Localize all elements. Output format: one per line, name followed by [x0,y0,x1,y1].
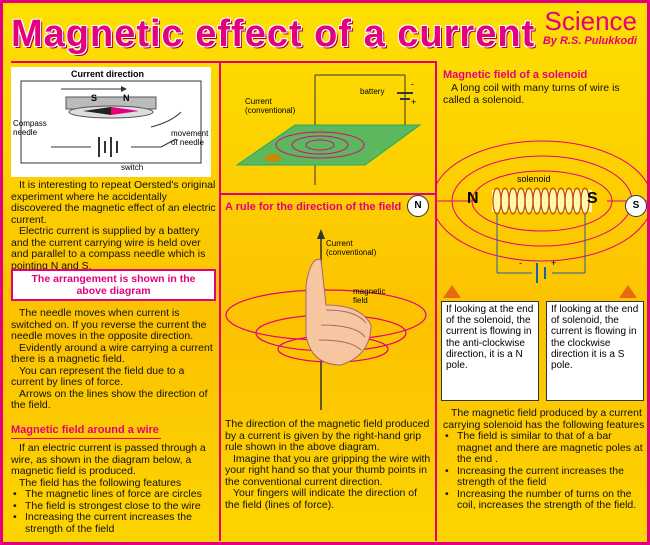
grip-diagram: Current (conventional) magnetic field [221,215,435,415]
solenoid-bullets: The field is similar to that of a bar ma… [443,430,645,512]
pole-box-right: If looking at the end of solenoid, the c… [546,301,644,401]
solenoid-heading: Magnetic field of a solenoid [443,69,588,81]
wire-bullet: The magnetic lines of force are circles [11,488,216,501]
needle-p3: You can represent the field due to a cur… [11,364,185,388]
magnetic-field-label: magnetic field [353,287,385,305]
battery-minus: - [411,79,414,89]
solenoid-diagram: solenoid N S - + [431,118,647,288]
needle-p1: The needle moves when current is switche… [11,307,207,342]
wire-heading-underline [11,438,161,439]
intro-p2: Electric current is supplied by a batter… [11,225,206,272]
current-direction-label: Current direction [71,69,145,79]
switch-label: switch [121,163,144,172]
intro-text: It is interesting to repeat Oersted's or… [11,179,216,272]
wire-bullets: The magnetic lines of force are circles … [11,488,216,535]
wire-svg [235,74,422,185]
brand: Science By R.S. Pulukkodi [543,7,637,47]
field-word: field [353,296,368,305]
rule-p2: Imagine that you are gripping the wire w… [225,452,431,488]
wire-text: If an electric current is passed through… [11,442,216,535]
solenoid-svg [431,140,647,283]
solenoid-bullet: Increasing the number of turns on the co… [443,488,645,512]
magnetic-word: magnetic [353,287,386,296]
battery-plus: + [411,97,417,107]
page-title: Magnetic effect of a current [11,13,536,55]
needle-s-label: S [91,93,98,103]
rule-text: The direction of the magnetic field prod… [225,418,431,511]
grip-svg [225,229,427,410]
wire-diagram: battery - + Current (conventional) [225,65,431,190]
intro-p1: It is interesting to repeat Oersted's or… [11,179,216,226]
wire-bullet: The field is strongest close to the wire [11,500,216,513]
divider-right [435,61,437,541]
movement-label: movement of needle [171,129,209,147]
compass-n-icon: N [407,195,429,217]
rule-p1: The direction of the magnetic field prod… [225,418,430,453]
wire-p1: If an electric current is passed through… [11,442,206,477]
wire-heading: Magnetic field around a wire [11,424,159,436]
brand-author: By R.S. Pulukkodi [542,35,637,47]
wire-p2: The field has the following features [19,476,182,489]
rule-current-label: Current (conventional) [326,239,376,257]
rule-conventional-word: (conventional) [326,248,377,257]
needle-n-label: N [123,93,130,103]
triangle-right-icon [619,285,637,298]
rule-current-word: Current [326,239,353,248]
arrangement-box: The arrangement is shown in the above di… [11,269,216,301]
wire-bullet: Increasing the current increases the str… [11,511,216,535]
solenoid-intro: A long coil with many turns of wire is c… [443,82,643,106]
solenoid-minus: - [519,258,522,268]
solenoid-bullet: The field is similar to that of a bar ma… [443,430,645,466]
solenoid-bullet: Increasing the current increases the str… [443,465,645,489]
brand-subject: Science [544,6,638,36]
rule-p3: Your fingers will indicate the direction… [225,487,418,511]
pole-box-left: If looking at the end of the solenoid, t… [441,301,539,401]
divider-left [219,61,221,541]
solenoid-field-text: The magnetic field produced by a current… [443,407,645,512]
triangle-left-icon [443,285,461,298]
rule-heading: A rule for the direction of the field [225,201,402,213]
solenoid-n: N [467,190,479,207]
compass-s-icon: S [625,195,647,217]
current-word: Current [245,97,272,106]
divider-mid [221,193,435,195]
solenoid-s: S [587,190,598,207]
needle-p2: Evidently around a wire carrying a curre… [11,341,213,365]
current-label: Current (conventional) [245,97,295,115]
needle-text: The needle moves when current is switche… [11,307,216,412]
conventional-word: (conventional) [245,106,296,115]
battery-label: battery [360,87,385,96]
divider-top [11,61,436,63]
solenoid-plus: + [551,258,557,268]
oersted-diagram: Current direction S N Compass needle mov… [11,67,211,177]
compass-needle-label: Compass needle [13,119,47,137]
solenoid-intro-p: A long coil with many turns of wire is c… [443,82,620,106]
solenoid-field-intro: The magnetic field produced by a current… [443,407,645,431]
solenoid-label: solenoid [517,174,551,184]
needle-p4: Arrows on the lines show the direction o… [11,387,208,411]
oersted-svg [20,80,202,164]
